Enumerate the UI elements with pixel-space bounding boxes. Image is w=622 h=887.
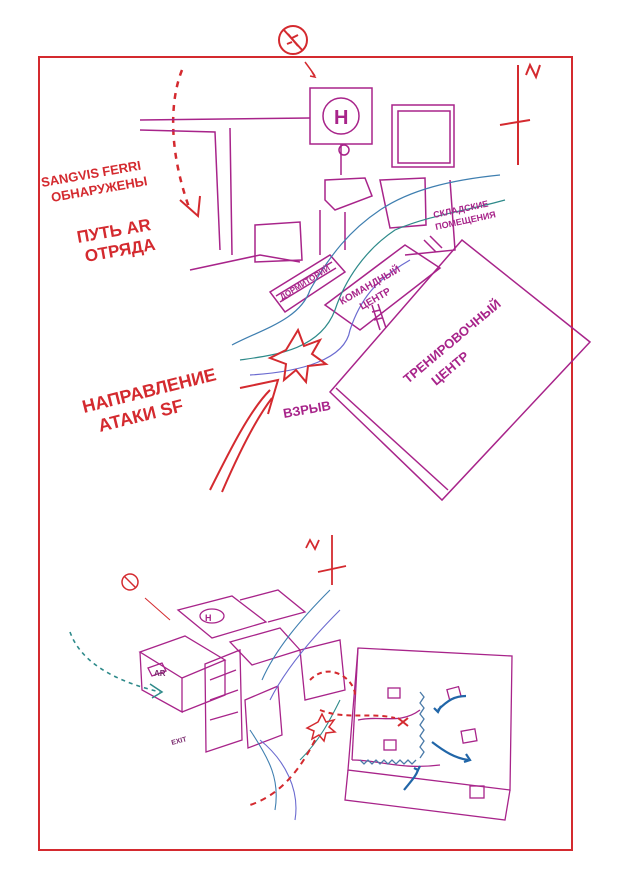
ar-path-bottom-dashed — [69, 631, 161, 693]
movement-arrows-blue — [403, 694, 472, 791]
helipad-letter: H — [334, 107, 348, 129]
north-arrow-icon — [499, 62, 541, 165]
ar-small-label: AR — [154, 669, 166, 678]
ar-path-bottom-arrowhead — [149, 683, 164, 699]
explosion-label: ВЗРЫВ — [282, 398, 332, 421]
exit-small-label: EXIT — [171, 736, 189, 747]
page-frame — [38, 56, 573, 851]
ar-path-dashed-arrow — [171, 69, 192, 211]
attack-direction-arrow — [209, 378, 280, 493]
base-compound-outline — [139, 87, 592, 502]
terrain-contours-top — [231, 174, 506, 376]
explosion-icon — [267, 327, 329, 385]
attack-routes-bottom — [249, 670, 409, 806]
helicopter-crossed-out-small-icon — [121, 573, 171, 621]
ar-path-arrowhead — [179, 195, 201, 219]
terrain-contours-bottom — [249, 589, 341, 821]
helipad-letter-bottom: H — [205, 613, 212, 623]
gear-wall-arc — [359, 691, 425, 765]
helicopter-crossed-out-icon — [278, 25, 317, 79]
north-arrow-bottom-icon — [305, 535, 347, 585]
explosion-small-icon — [305, 712, 337, 743]
